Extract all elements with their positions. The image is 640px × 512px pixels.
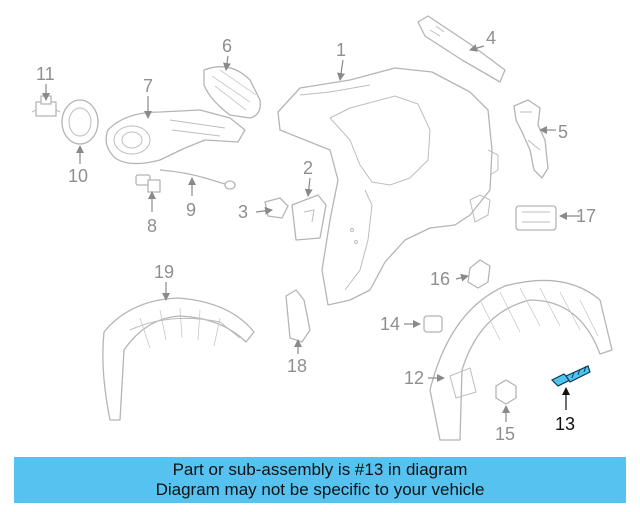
leader-lines <box>42 44 580 422</box>
callout-labels: 1 2 3 4 5 6 7 8 9 10 11 12 13 14 15 16 1… <box>36 28 596 444</box>
callout-1: 1 <box>336 40 346 60</box>
callout-17: 17 <box>576 206 596 226</box>
callout-18: 18 <box>287 356 307 376</box>
callout-14: 14 <box>380 314 400 334</box>
part-6-fuel-door <box>203 66 261 119</box>
callout-4: 4 <box>486 28 496 48</box>
part-8-bolt <box>135 174 161 193</box>
banner-line-1: Part or sub-assembly is #13 in diagram <box>172 460 468 479</box>
banner-line-2: Diagram may not be specific to your vehi… <box>155 480 485 499</box>
parts-diagram: 1 2 3 4 5 6 7 8 9 10 11 12 13 14 15 16 1… <box>31 15 613 444</box>
part-14-clip <box>423 315 443 333</box>
part-4-molding <box>417 15 506 83</box>
part-2-bracket <box>291 194 327 241</box>
part-1-quarter-panel <box>277 67 499 306</box>
part-5-bracket <box>513 99 549 179</box>
part-3-clip <box>264 197 289 219</box>
part-19-liner <box>102 297 255 421</box>
callout-19: 19 <box>154 262 174 282</box>
callout-12: 12 <box>404 368 424 388</box>
info-banner: Part or sub-assembly is #13 in diagram D… <box>14 457 626 503</box>
callout-13: 13 <box>555 414 575 434</box>
callout-16: 16 <box>430 269 450 289</box>
part-17-lamp <box>515 205 557 231</box>
callout-8: 8 <box>147 216 157 236</box>
callout-6: 6 <box>222 36 232 56</box>
part-18-guard <box>285 289 311 343</box>
part-15-nut <box>495 379 517 405</box>
part-16-clip <box>467 259 491 289</box>
callout-9: 9 <box>186 200 196 220</box>
callout-5: 5 <box>558 122 568 142</box>
callout-2: 2 <box>303 158 313 178</box>
callout-7: 7 <box>143 76 153 96</box>
callout-3: 3 <box>238 202 248 222</box>
part-10-fuel-cap <box>61 99 99 145</box>
part-9-cable <box>159 169 236 190</box>
part-12-liner <box>429 279 613 441</box>
callout-11: 11 <box>36 64 55 84</box>
part-7-filler-housing <box>105 109 246 165</box>
part-13-screw <box>550 365 591 387</box>
callout-15: 15 <box>495 424 515 444</box>
callout-10: 10 <box>68 166 88 186</box>
